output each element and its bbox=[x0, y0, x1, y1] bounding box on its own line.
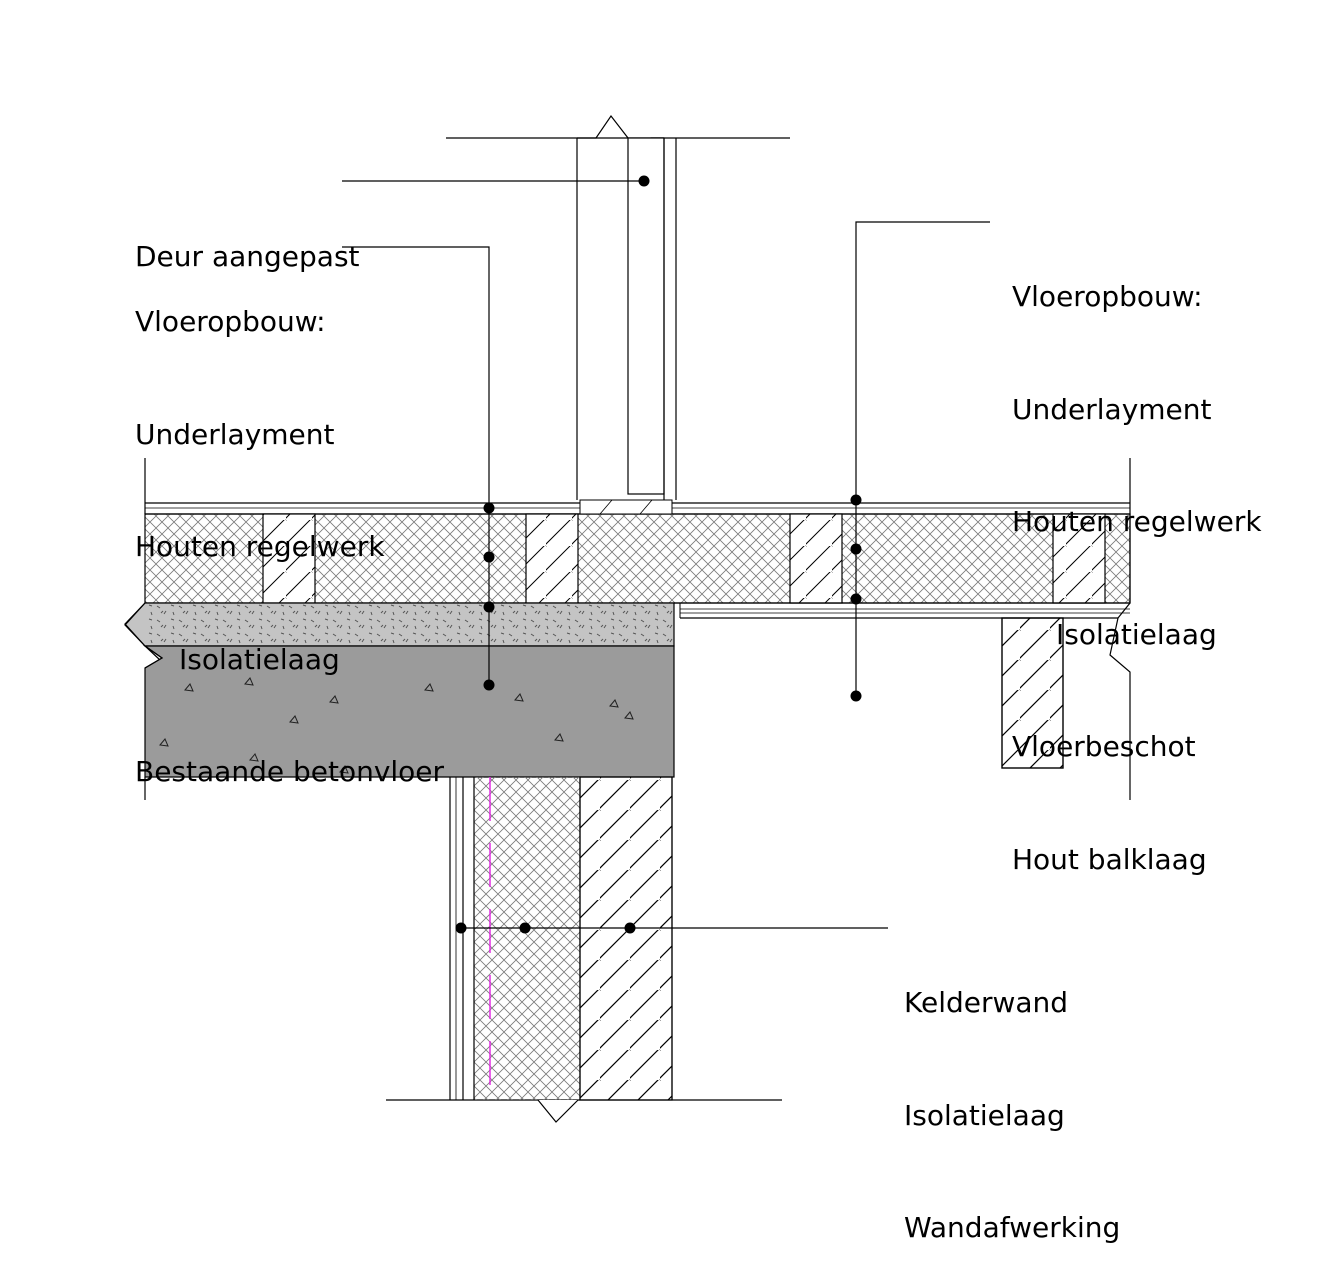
floor-left-line: Houten regelwerk bbox=[135, 530, 385, 563]
basement-wall bbox=[386, 776, 782, 1123]
floor-left-label: Vloeropbouw: Underlayment Houten regelwe… bbox=[135, 228, 444, 828]
floor-right-line: Hout balklaag bbox=[1012, 842, 1207, 876]
wall-insulation bbox=[474, 777, 580, 1100]
leader-dots bbox=[455, 175, 862, 934]
wall-masonry bbox=[579, 776, 673, 1101]
construction-detail-drawing bbox=[124, 114, 1131, 1123]
door-frame bbox=[446, 114, 790, 500]
floor-right-line: Houten regelwerk bbox=[1012, 505, 1262, 538]
floor-left-line: Underlayment bbox=[135, 417, 335, 451]
break-line-right bbox=[1109, 458, 1131, 800]
floor-joist bbox=[1001, 617, 1064, 769]
floor-right-title: Vloeropbouw: bbox=[1012, 280, 1203, 313]
floor-left-title: Vloeropbouw: bbox=[135, 305, 326, 338]
floor-right-line: Vloerbeschot bbox=[1012, 730, 1196, 763]
wall-label: Kelderwand Isolatielaag Wandafwerking bbox=[904, 909, 1120, 1284]
floor-right-label: Vloeropbouw: Underlayment Houten regelwe… bbox=[1012, 203, 1262, 916]
wall-line: Kelderwand bbox=[904, 986, 1069, 1019]
door-label: Deur aangepast bbox=[135, 240, 360, 273]
floor-right-line: Underlayment bbox=[1012, 392, 1212, 426]
floor-build-up bbox=[144, 499, 1131, 604]
existing-concrete-floor bbox=[124, 602, 675, 778]
floor-left-line: Bestaande betonvloer bbox=[135, 755, 445, 788]
floor-right-line: Isolatielaag bbox=[1056, 617, 1217, 651]
wall-line: Wandafwerking bbox=[904, 1211, 1121, 1244]
leader-lines bbox=[342, 180, 990, 929]
wall-line: Isolatielaag bbox=[904, 1098, 1065, 1132]
floor-left-line: Isolatielaag bbox=[179, 642, 340, 676]
